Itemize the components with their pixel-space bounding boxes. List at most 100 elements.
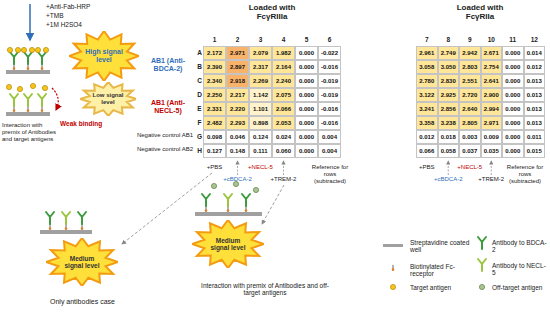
table-cell: 0.000	[295, 116, 318, 130]
row-letter: E	[197, 105, 201, 112]
table-cell: 0.046	[226, 130, 249, 144]
table-cell: 0.111	[249, 144, 272, 158]
column-number: 8	[446, 36, 450, 43]
row-group-label: Negative control AB2	[137, 146, 193, 153]
table-cell: 0.066	[416, 144, 438, 158]
table-cell: 0.000	[295, 144, 318, 158]
table-cell: 1.142	[249, 88, 272, 102]
well	[40, 230, 92, 234]
legend-text: Antibody to NECL-5	[492, 262, 548, 277]
column-number: 1	[213, 36, 217, 43]
table-cell: 2.900	[481, 88, 503, 102]
table-cell: 0.012	[524, 60, 546, 74]
table-cell: 3.058	[416, 60, 438, 74]
column-number: 7	[425, 36, 429, 43]
table-cell: 2.331	[203, 102, 226, 116]
table-cell: 2.925	[438, 88, 460, 102]
table-cell: 0.148	[226, 144, 249, 158]
burst-text: Low signal level	[91, 92, 125, 105]
block-heading: Loaded with FcγRIIIa	[235, 3, 309, 21]
legend-text: Target antigen	[410, 284, 472, 291]
table-cell: 2.172	[203, 46, 226, 60]
table-cell: 0.011	[524, 130, 546, 144]
table-cell: 2.641	[481, 74, 503, 88]
table-cell: 2.220	[226, 102, 249, 116]
table-cell: 2.640	[459, 102, 481, 116]
column-number: 12	[531, 36, 538, 43]
table-cell: -0.022	[318, 46, 341, 60]
condition-label: +cBDCA-2	[223, 176, 252, 183]
column-number: 5	[305, 36, 309, 43]
table-cell: 0.037	[459, 144, 481, 158]
reference-note: Reference for rows (subtracted)	[309, 164, 351, 185]
table-cell: -0.019	[318, 88, 341, 102]
signal-burst: Medium signal level	[192, 220, 264, 268]
table-cell: 0.009	[481, 130, 503, 144]
table-cell: -0.016	[318, 102, 341, 116]
column-number: 4	[282, 36, 286, 43]
legend-text: Antibody to BDCA-2	[492, 239, 548, 254]
table-cell: 2.075	[272, 88, 295, 102]
table-cell: 0.000	[502, 144, 524, 158]
table-cell: 2.897	[226, 60, 249, 74]
table-cell: 0.000	[502, 74, 524, 88]
scene-caption: Only antibodies case	[50, 298, 115, 306]
table-cell: 1.982	[272, 46, 295, 60]
table-cell: 0.000	[502, 102, 524, 116]
table-cell: 0.000	[295, 74, 318, 88]
table-cell: -0.019	[318, 74, 341, 88]
table-cell: 0.000	[502, 130, 524, 144]
row-group-label: AB1 (Anti-BDCA-2)	[142, 57, 194, 73]
table-cell: 3.358	[416, 116, 438, 130]
table-cell: 0.024	[272, 130, 295, 144]
table-cell: 0.000	[502, 88, 524, 102]
burst-text: High signal level	[83, 48, 125, 63]
table-cell: 0.000	[295, 46, 318, 60]
well	[6, 70, 50, 74]
note-label: Weak binding	[60, 120, 102, 127]
table-cell: 0.127	[203, 144, 226, 158]
table-cell: 2.780	[416, 74, 438, 88]
table-cell: 2.079	[249, 46, 272, 60]
table-cell: 2.856	[438, 102, 460, 116]
condition-label: +TREM-2	[271, 176, 297, 183]
well	[6, 112, 50, 116]
table-cell: 2.671	[481, 46, 503, 60]
table-cell: 2.961	[416, 46, 438, 60]
table-cell: 2.217	[226, 88, 249, 102]
table-cell: 2.720	[459, 88, 481, 102]
row-group-label: AB1 (Anti-NECL-5)	[142, 99, 194, 115]
row-letter: A	[197, 49, 202, 56]
table-cell: 0.018	[438, 130, 460, 144]
step-label: +TMB	[46, 12, 64, 19]
table-cell: 2.269	[249, 74, 272, 88]
table-cell: 0.000	[295, 60, 318, 74]
legend-icon	[383, 244, 403, 247]
row-letter: H	[197, 147, 202, 154]
scene-caption: Interaction with premix of Antibodies an…	[200, 282, 330, 297]
column-number: 9	[468, 36, 472, 43]
table-cell: 1.101	[249, 102, 272, 116]
step-label: +1M H2SO4	[46, 21, 82, 28]
table-cell: 3.050	[438, 60, 460, 74]
table-cell: 2.971	[481, 116, 503, 130]
row-letter: F	[198, 119, 202, 126]
condition-label: +NECL-5	[457, 164, 482, 171]
table-cell: 0.013	[524, 102, 546, 116]
table-cell: 0.000	[502, 116, 524, 130]
column-number: 10	[488, 36, 495, 43]
column-number: 3	[259, 36, 263, 43]
leader-arrow	[262, 185, 284, 224]
table-cell: 0.003	[459, 130, 481, 144]
table-cell: 0.004	[318, 144, 341, 158]
add-arrow	[29, 4, 31, 40]
table-cell: -0.016	[318, 116, 341, 130]
signal-burst: Medium signal level	[46, 238, 118, 286]
table-cell: 2.066	[272, 102, 295, 116]
row-letter: B	[197, 63, 202, 70]
reference-note: Reference for rows (subtracted)	[504, 164, 546, 185]
weak-arrow	[52, 88, 58, 110]
well	[195, 212, 262, 216]
step-label: +Anti-Fab-HRP	[46, 3, 90, 10]
table-cell: 0.000	[502, 60, 524, 74]
